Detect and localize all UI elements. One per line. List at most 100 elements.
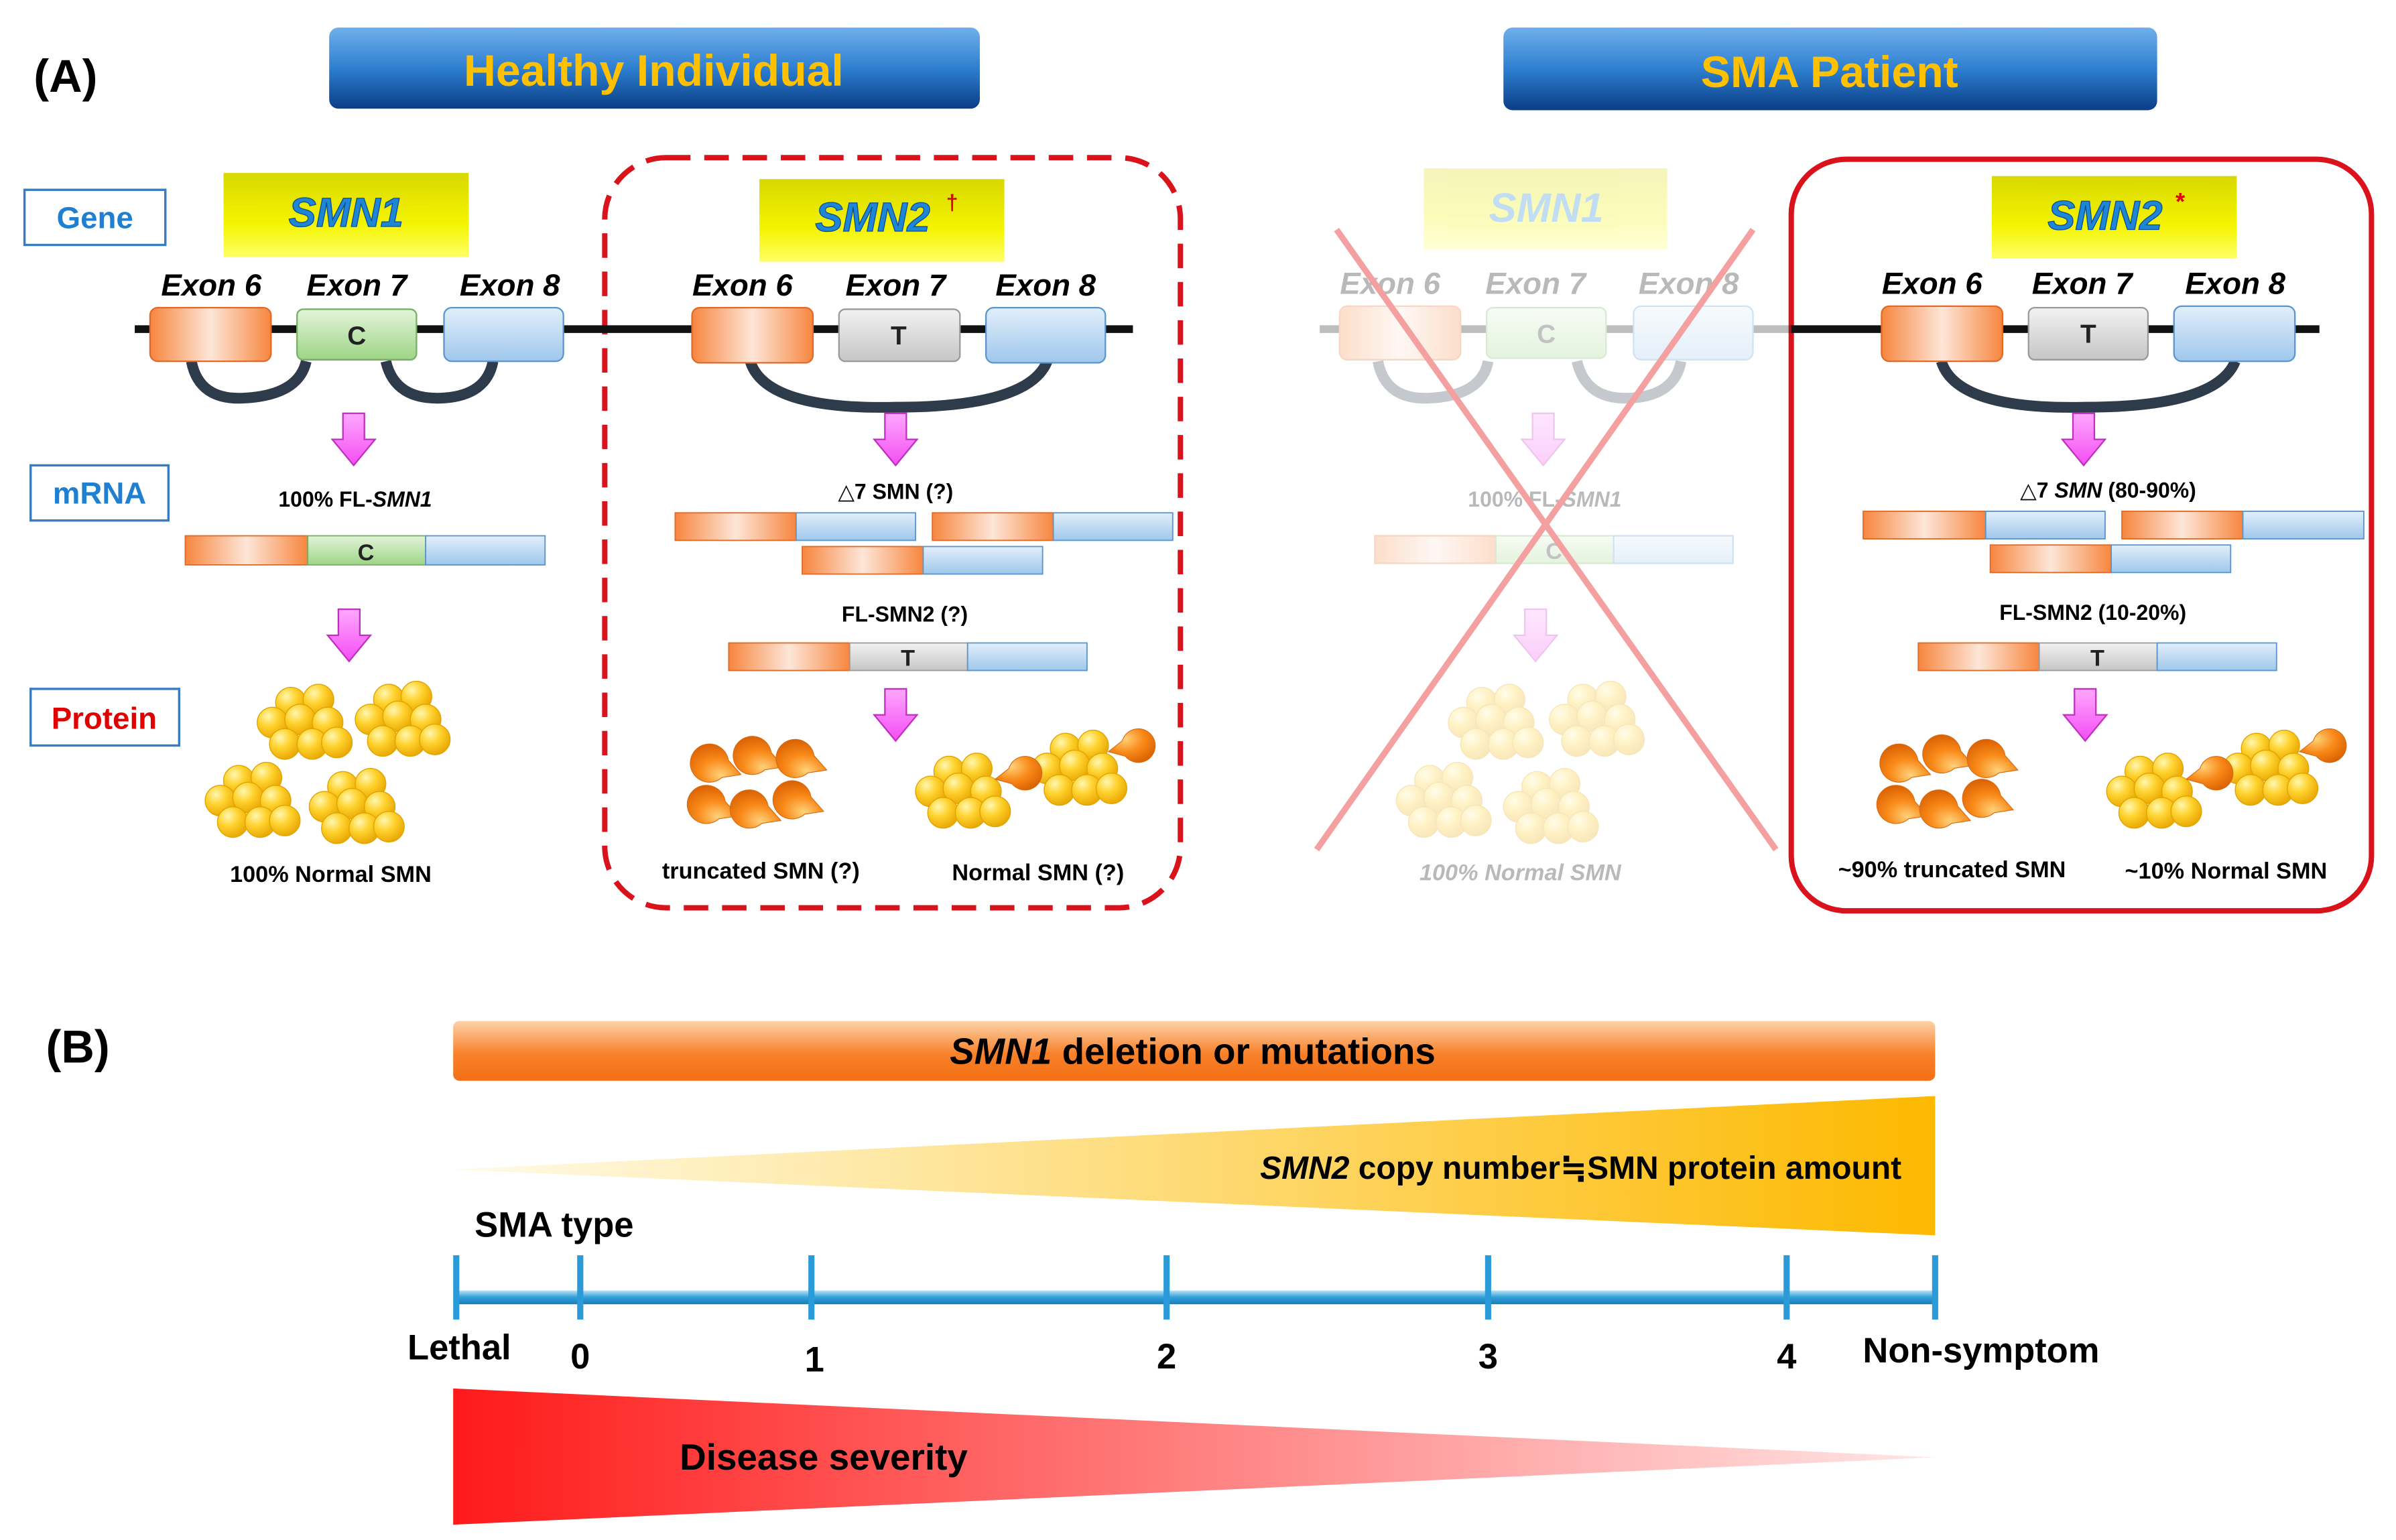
healthy-smn2-truncated-proteins (681, 730, 834, 839)
svg-text:SMN2: SMN2 (815, 194, 930, 241)
svg-text:C: C (1537, 320, 1556, 349)
patient-smn2-fl-label: FL-SMN2 (10-20%) (1999, 600, 2186, 625)
svg-text:SMN1 deletion or mutations: SMN1 deletion or mutations (950, 1031, 1436, 1072)
svg-text:SMN1: SMN1 (289, 190, 403, 236)
svg-text:SMN2: SMN2 (2047, 193, 2162, 239)
healthy-smn2-exon6-label: Exon 6 (692, 268, 793, 302)
svg-text:100% FL-SMN1: 100% FL-SMN1 (1468, 487, 1621, 511)
scale-type-3: 3 (1478, 1337, 1498, 1376)
patient-smn2-arrow-1 (2061, 412, 2106, 466)
patient-smn2-exon7 (2027, 307, 2149, 361)
patient-title: SMA Patient (1701, 48, 1958, 97)
healthy-smn2-exon7 (838, 308, 961, 363)
row-label-gene: Gene (23, 188, 167, 247)
healthy-smn1-mrna-label: 100% FL-SMN1 (278, 487, 432, 511)
patient-smn2-exon7-label: Exon 7 (2032, 267, 2134, 301)
patient-smn2-delta7-mrnas (1863, 511, 2365, 574)
healthy-smn2-exon8-label: Exon 8 (995, 268, 1096, 302)
sma-type-axis (453, 1255, 1938, 1320)
healthy-smn1-arrow-1 (331, 412, 376, 466)
svg-text:Gene: Gene (57, 200, 133, 235)
healthy-smn2-delta7-mrnas (674, 512, 1174, 575)
healthy-smn2-gene-box: SMN2 † (759, 179, 1005, 262)
patient-smn2-exon7-base: T (2080, 320, 2096, 349)
patient-smn2-splice-arc (1936, 359, 2241, 413)
disease-severity-wedge: Disease severity (453, 1388, 1936, 1525)
healthy-smn1-protein-label: 100% Normal SMN (230, 862, 432, 887)
patient-smn2-truncated-label: ~90% truncated SMN (1838, 857, 2066, 883)
svg-text:SMN1: SMN1 (1489, 185, 1604, 231)
healthy-smn2-normal-label: Normal SMN (?) (952, 860, 1124, 885)
panel-b-label: (B) (46, 1021, 110, 1072)
svg-text:*: * (2176, 188, 2186, 215)
scale-type-0: 0 (570, 1337, 590, 1376)
svg-text:C: C (358, 540, 375, 566)
scale-lethal: Lethal (407, 1328, 511, 1367)
patient-smn2-normal-label: ~10% Normal SMN (2125, 858, 2328, 884)
healthy-smn2-delta-label: △7 SMN (?) (838, 480, 953, 504)
healthy-smn2-exon7-base: T (891, 322, 907, 350)
patient-smn2-exon6-label: Exon 6 (1882, 267, 1982, 301)
patient-smn2-exon8 (2173, 305, 2296, 363)
healthy-smn1-exon8 (443, 307, 564, 363)
healthy-smn2-splice-arc (745, 359, 1052, 413)
scale-non-symptom: Non-symptom (1863, 1331, 2099, 1370)
scale-type-2: 2 (1157, 1337, 1176, 1376)
svg-text:100% Normal SMN: 100% Normal SMN (1420, 860, 1622, 885)
healthy-smn1-mrna: C (184, 535, 546, 566)
healthy-smn1-exon7-base: C (347, 322, 366, 350)
svg-text:mRNA: mRNA (53, 476, 147, 511)
healthy-smn2-exon7-label: Exon 7 (845, 268, 947, 302)
patient-smn2-normal-proteins (2106, 728, 2347, 828)
panel-a-label: (A) (34, 50, 97, 102)
healthy-smn2-exon8 (985, 307, 1107, 364)
row-label-protein: Protein (29, 688, 181, 747)
healthy-smn1-exon6 (149, 307, 272, 363)
smn1-deletion-bar: SMN1 deletion or mutations (453, 1021, 1936, 1081)
patient-title-bar: SMA Patient (1503, 27, 2157, 111)
healthy-smn1-exon8-label: Exon 8 (460, 268, 560, 302)
healthy-smn1-gene-box: SMN1 (223, 173, 469, 257)
row-label-mrna: mRNA (29, 464, 170, 522)
healthy-smn2-normal-proteins (916, 728, 1156, 828)
healthy-smn1-exon7-label: Exon 7 (306, 268, 408, 302)
healthy-smn2-truncated-label: truncated SMN (?) (662, 858, 860, 884)
patient-smn2-frame (1788, 156, 2375, 914)
healthy-smn2-arrow-2 (873, 688, 918, 742)
healthy-title: Healthy Individual (464, 46, 844, 96)
healthy-smn1-exon7 (296, 308, 418, 361)
healthy-smn1-arrow-2 (326, 608, 371, 662)
healthy-smn2-fl-mrna: T (728, 642, 1088, 671)
svg-text:†: † (946, 190, 958, 214)
svg-text:T: T (901, 646, 915, 671)
patient-smn2-exon6 (1881, 305, 2004, 363)
healthy-smn1-protein-clusters (205, 682, 450, 844)
svg-text:Protein: Protein (52, 701, 157, 735)
patient-smn2-fl-mrna: T (1917, 642, 2277, 671)
svg-text:T: T (2090, 646, 2104, 671)
healthy-smn2-dashed-frame (602, 155, 1184, 911)
smn2-copy-number-wedge: SMN2 copy number≒SMN protein amount (453, 1096, 1936, 1236)
svg-text:Exon 6: Exon 6 (1340, 267, 1440, 301)
healthy-smn1-splice-arc-2 (380, 360, 499, 404)
patient-smn1-faded-group: SMN1 Exon 6 Exon 7 Exon 8 C 100% FL-SMN1… (1320, 168, 1791, 885)
scale-type-4: 4 (1777, 1337, 1796, 1376)
svg-text:Exon 7: Exon 7 (1485, 267, 1587, 301)
patient-smn2-truncated-proteins (1871, 728, 2025, 839)
scale-type-1: 1 (805, 1340, 824, 1380)
patient-smn2-exon8-label: Exon 8 (2185, 267, 2285, 301)
patient-smn2-arrow-2 (2063, 688, 2108, 742)
healthy-smn1-exon6-label: Exon 6 (161, 268, 261, 302)
patient-smn1-cross-icon (1314, 228, 1779, 852)
healthy-smn2-fl-label: FL-SMN2 (?) (842, 602, 968, 626)
sma-type-label: SMA type (475, 1206, 633, 1245)
svg-text:Disease severity: Disease severity (680, 1436, 968, 1478)
patient-smn2-gene-box: SMN2 * (1991, 176, 2237, 259)
healthy-smn2-exon6 (691, 307, 814, 364)
healthy-smn2-arrow-1 (873, 412, 918, 466)
healthy-title-bar: Healthy Individual (329, 27, 980, 109)
svg-text:SMN2 copy number≒SMN protein a: SMN2 copy number≒SMN protein amount (1260, 1151, 1901, 1186)
patient-smn2-delta-label: △7 SMN (80-90%) (2020, 478, 2196, 502)
healthy-smn1-splice-arc-1 (186, 359, 312, 404)
